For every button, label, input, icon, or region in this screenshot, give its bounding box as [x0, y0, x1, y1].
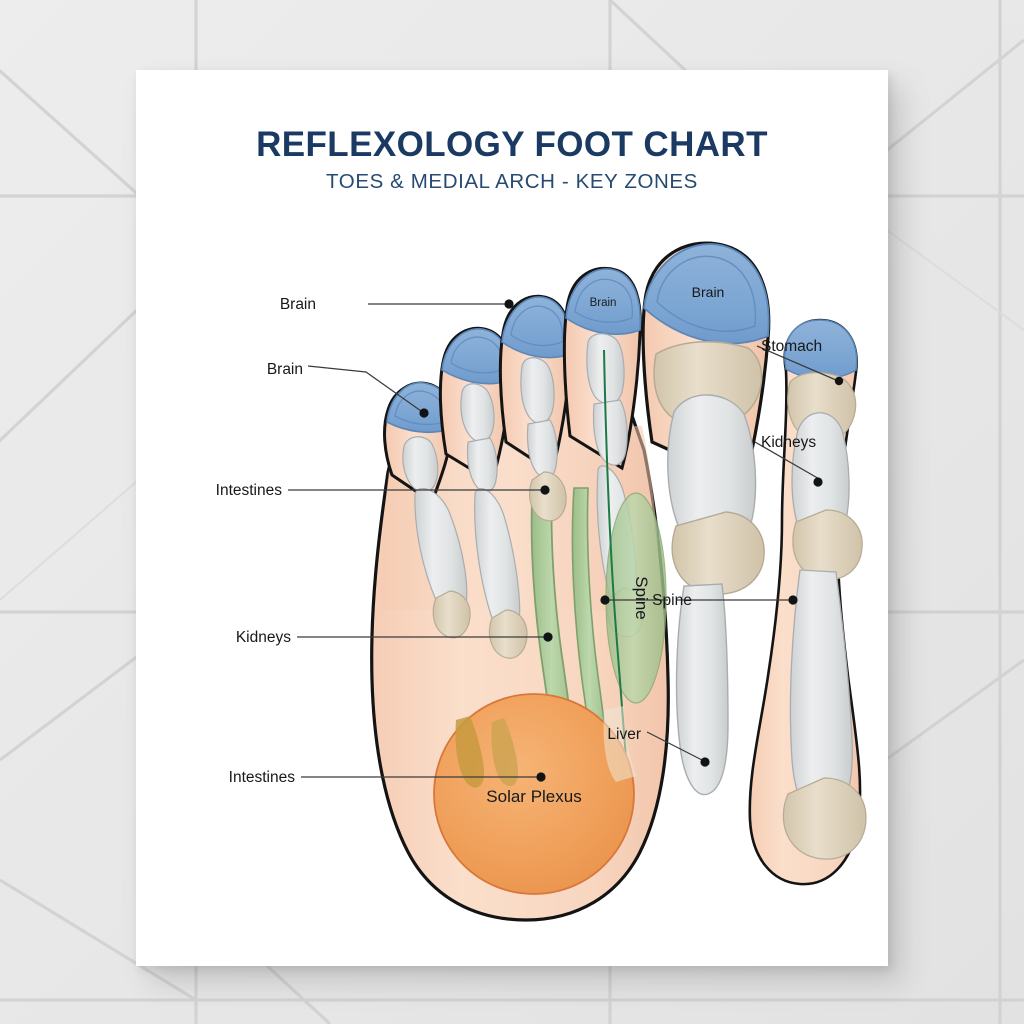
leader-brain-lower — [307, 365, 422, 412]
foot-anatomy-illustration: Brain Brain — [216, 241, 867, 922]
toe-4-phalanx-distal — [460, 383, 495, 443]
toe-3-metatarsal-head — [529, 471, 567, 522]
dot-spine-left — [600, 595, 610, 605]
toe-3-brain-inner — [510, 305, 564, 347]
heel-bone-edge — [603, 706, 636, 782]
dot-kidneys-left — [543, 632, 553, 642]
kidney-stub-a — [455, 716, 484, 788]
dot-brain-upper — [504, 299, 514, 309]
dot-intestines-upper — [540, 485, 550, 495]
toe-4 — [438, 326, 528, 659]
solar-plexus-zone — [433, 693, 635, 895]
poster-card: REFLEXOLOGY FOOT CHART TOES & MEDIAL ARC… — [136, 70, 888, 966]
toe-1-brain-label: Brain — [692, 284, 725, 300]
toe-3-phalanx-distal — [520, 357, 555, 424]
toe-2-phalanx-distal — [586, 333, 625, 405]
dot-spine-right — [788, 595, 798, 605]
toe-5-phalanx — [402, 436, 439, 493]
kidney-stub-b — [491, 718, 518, 787]
callout-group-right: Stomach Kidneys Spine Liver — [600, 338, 844, 767]
callout-label-liver: Liver — [607, 726, 641, 743]
callout-group-left: Brain Brain Intestines Kidneys — [216, 296, 553, 786]
dot-kidneys-right — [813, 477, 823, 487]
page-title: REFLEXOLOGY FOOT CHART — [256, 125, 768, 164]
leader-kidneys-right — [754, 441, 822, 481]
toe-2-phalanx-mid — [592, 399, 628, 466]
dot-liver — [700, 757, 710, 767]
dot-brain-lower — [419, 408, 429, 418]
single-digit-figure: Stomach Kidneys Spine Liver — [600, 318, 867, 886]
leader-liver — [646, 731, 703, 761]
callout-label-intestines-upper: Intestines — [216, 482, 283, 499]
callout-label-spine: Spine — [652, 592, 692, 609]
toe-2-brain-label: Brain — [590, 297, 617, 309]
callout-label-kidneys-left: Kidneys — [236, 629, 291, 646]
spine-zone-label: Spine — [632, 576, 651, 619]
toe-4-brain-inner — [450, 336, 504, 374]
digit-base-head — [782, 777, 867, 860]
dot-stomach — [834, 376, 844, 386]
toe-4-metatarsal-head — [488, 609, 528, 659]
toe-1-metatarsal-head — [671, 511, 765, 595]
callout-label-brain-upper: Brain — [280, 296, 316, 313]
callout-label-intestines-lower: Intestines — [229, 769, 296, 786]
toe-1-brain-inner — [656, 255, 757, 332]
page-subtitle: TOES & MEDIAL ARCH - KEY ZONES — [326, 170, 698, 193]
callout-label-brain-lower: Brain — [267, 361, 303, 378]
main-foot-figure: Brain Brain — [216, 241, 771, 922]
toe-1-hallux: Brain — [641, 241, 771, 796]
toe-2-brain-inner — [574, 278, 633, 323]
callout-label-stomach: Stomach — [761, 338, 822, 355]
toe-1-metatarsal — [675, 583, 729, 796]
toe-5-metatarsal-head — [432, 590, 471, 639]
leader-stomach — [756, 345, 837, 381]
digit-joint-mid — [792, 509, 863, 581]
solar-plexus-label: Solar Plexus — [486, 787, 581, 806]
dot-intestines-lower — [536, 772, 546, 782]
callout-label-kidneys-right: Kidneys — [761, 434, 816, 451]
